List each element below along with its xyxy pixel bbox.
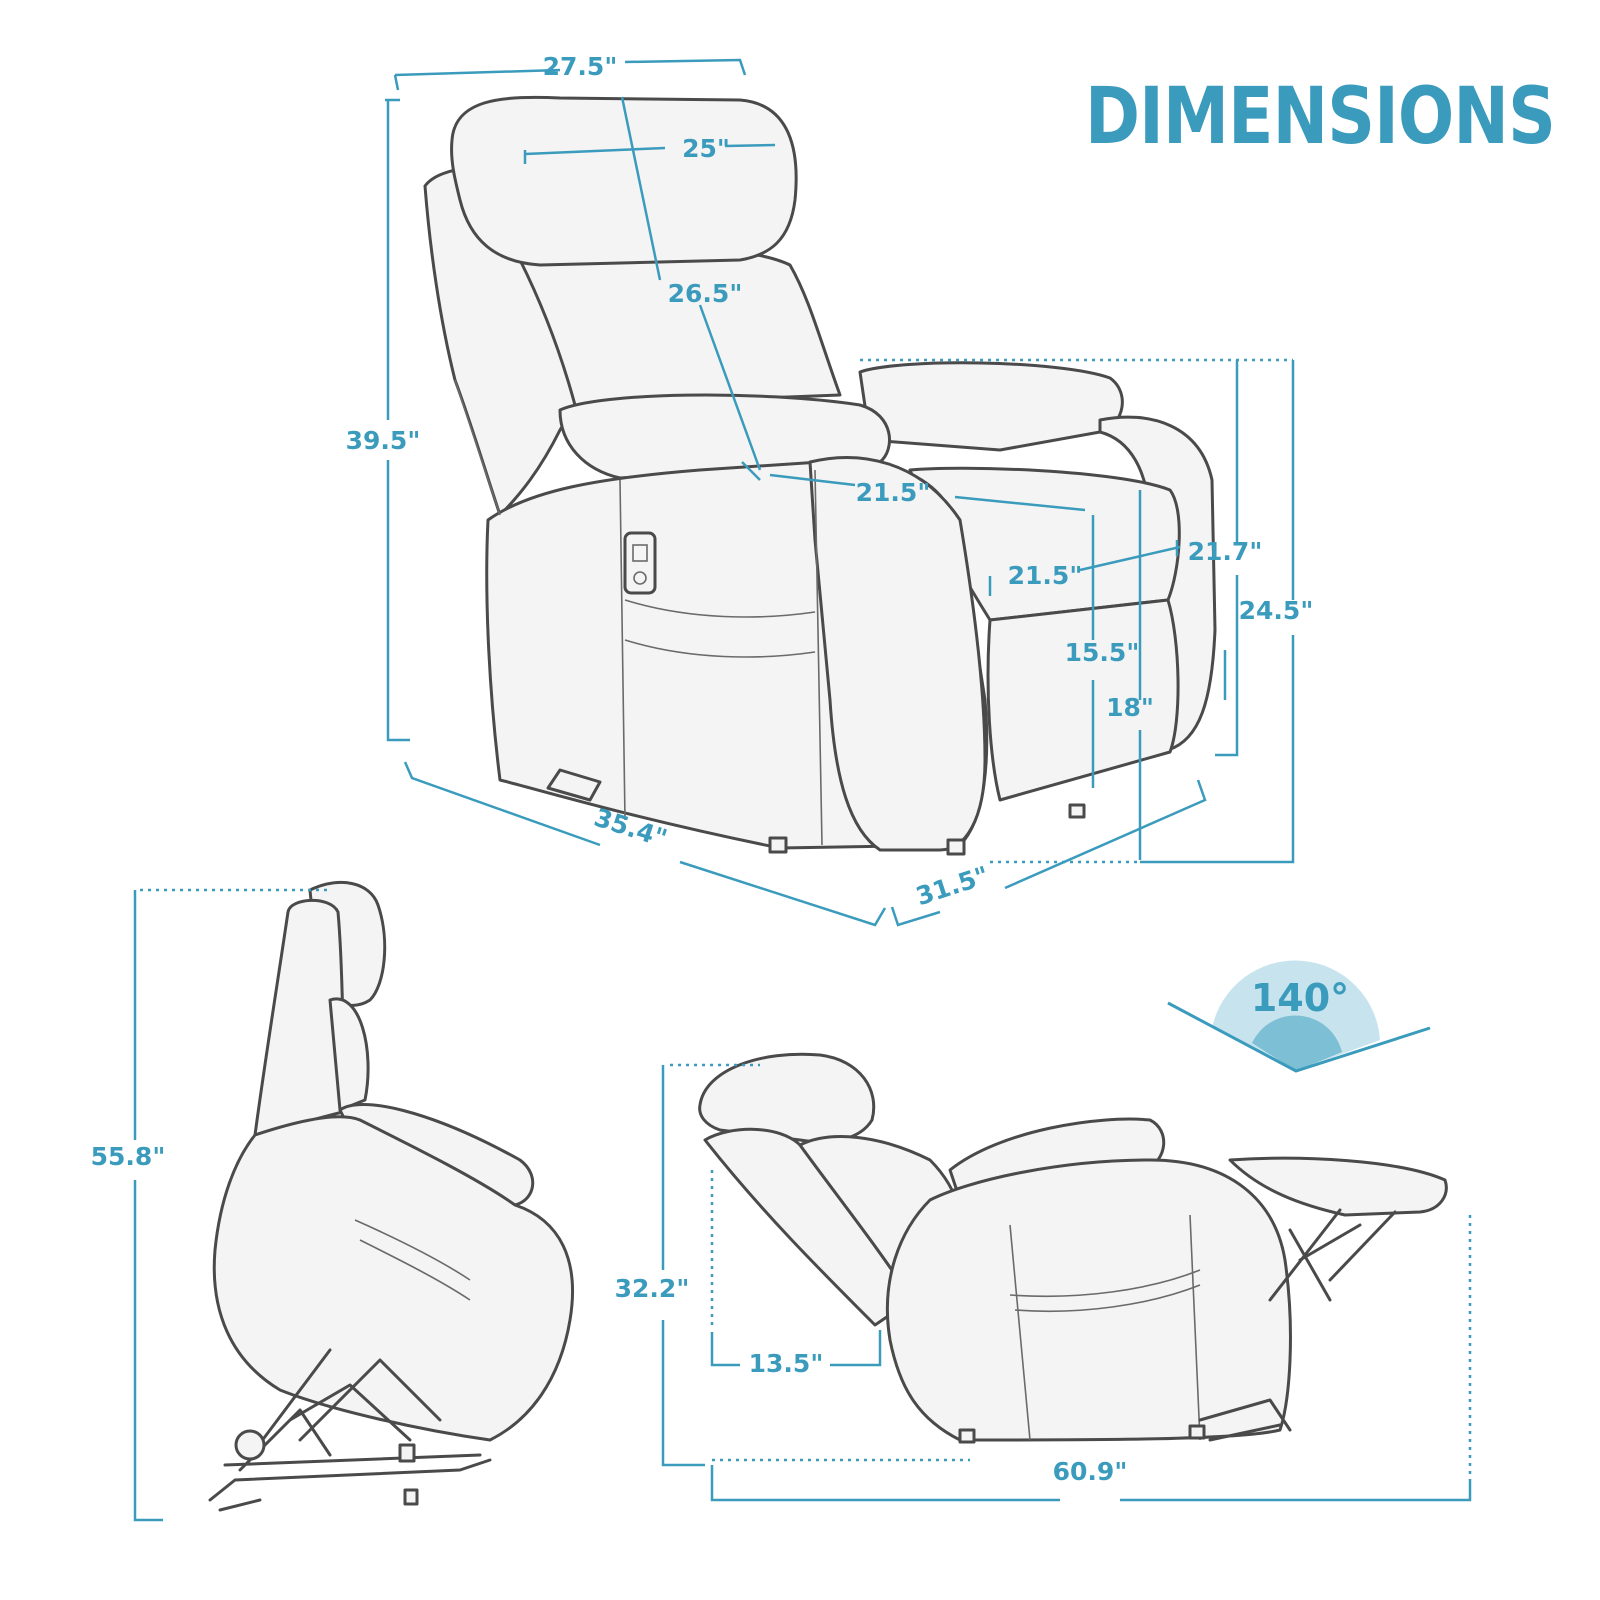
dimension-line [679,860,887,927]
recline-angle-indicator [1167,960,1431,1073]
dimension-line [710,1465,1060,1502]
label-armrest-depth: 21.5" [856,478,931,507]
dimension-line [393,74,400,91]
dimension-line [403,761,601,847]
label-headrest-width: 25" [682,134,730,163]
label-top-width: 27.5" [543,52,618,81]
dimension-line [524,146,666,156]
label-lift-height: 55.8" [91,1142,166,1171]
label-seat-front-height: 15.5" [1065,638,1140,667]
page-title: DIMENSIONS [1085,72,1556,162]
dimension-line [1120,1480,1472,1502]
label-reclined-height: 32.2" [615,1274,690,1303]
label-total-height: 39.5" [346,426,421,455]
dimension-line [710,1332,740,1367]
dimension-line [624,58,747,76]
recline-chair-sketch [698,1052,1448,1444]
label-seat-depth: 21.7" [1188,537,1263,566]
label-seat-height: 18" [1106,693,1154,722]
dimension-line [698,304,762,471]
dimension-line [1004,779,1207,890]
dimension-line [724,143,776,148]
dimension-line [954,495,1086,512]
dimension-lines [133,58,1472,1522]
label-arm-height: 24.5" [1239,596,1314,625]
label-backrest-height: 26.5" [668,279,743,308]
label-wall-clearance: 13.5" [749,1349,824,1378]
label-seat-width: 21.5" [1008,561,1083,590]
label-total-depth: 31.5" [912,861,992,912]
dimension-line [661,1320,705,1467]
dimension-line [890,906,941,927]
dimension-line [830,1330,882,1367]
dimension-line [1215,575,1239,757]
label-recline-angle: 140° [1251,976,1349,1020]
front-chair-sketch [423,95,1217,856]
dimension-line [133,1180,163,1522]
label-reclined-length: 60.9" [1053,1457,1128,1486]
lift-chair-sketch [208,881,575,1512]
dimension-line [769,473,856,487]
dimension-line [620,96,662,281]
dimension-line [386,460,410,742]
dimension-line [1079,545,1181,572]
dimension-line [741,461,761,481]
dimension-line [394,68,561,77]
dimension-line [1140,635,1295,864]
